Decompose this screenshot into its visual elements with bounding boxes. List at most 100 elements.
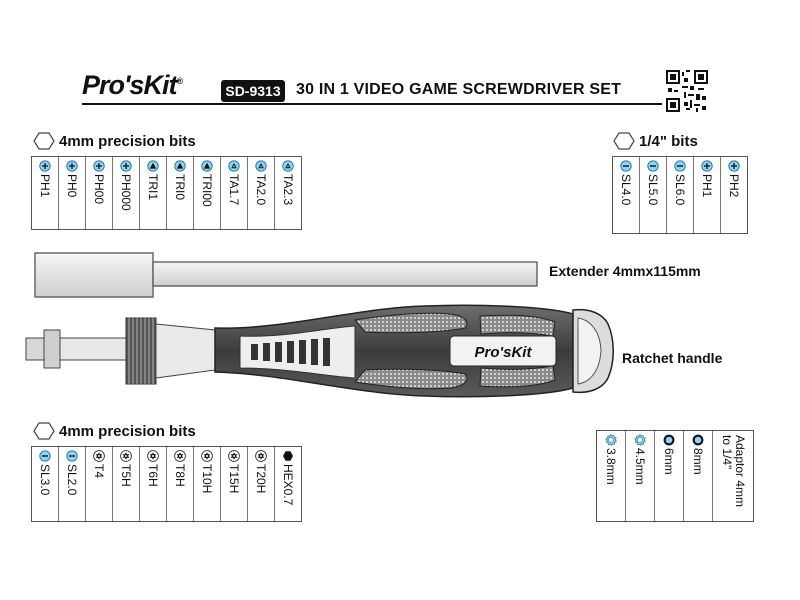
bit-cell: 3.8mm: [597, 431, 625, 521]
bit-label: PH1: [700, 174, 714, 198]
bit-cell: SL5.0: [639, 157, 666, 233]
phillips-icon: [93, 160, 105, 172]
bit-label: SL6.0: [673, 174, 687, 206]
bit-cell: HEX0.7: [274, 447, 301, 521]
torx-icon: [93, 450, 105, 462]
bit-cell: PH1: [32, 157, 58, 229]
bit-label: TRI00: [200, 174, 214, 207]
section-heading-label: 4mm precision bits: [59, 422, 196, 440]
bit-label: PH0: [65, 174, 79, 198]
bit-label: PH2: [727, 174, 741, 198]
bit-label: T15H: [227, 464, 241, 494]
slotted-icon: [647, 160, 659, 172]
bit-cell: SL4.0: [613, 157, 639, 233]
bit-label: T5H: [119, 464, 133, 487]
header-rule: [82, 103, 662, 105]
bit-label: PH000: [119, 174, 133, 211]
bit-label: TRI1: [146, 174, 160, 201]
bit-grid-top-left: PH1 PH0 PH00 PH000 TRI1 TRI0 TRI00 TA1.7 TA2.0 TA…: [31, 156, 302, 230]
tri-angle-icon: [228, 160, 240, 172]
model-badge: SD-9313: [221, 80, 285, 102]
bit-label: TA2.0: [254, 174, 268, 206]
socket-ring-icon: [692, 434, 704, 446]
section-heading-label: 4mm precision bits: [59, 132, 196, 150]
bit-label: 3.8mm: [604, 448, 618, 485]
bit-cell: T5H: [112, 447, 139, 521]
bit-cell: SL3.0: [32, 447, 58, 521]
bit-label: T10H: [200, 464, 214, 494]
tri-wing-icon: [201, 160, 213, 172]
torx-icon: [255, 450, 267, 462]
bit-cell: TRI0: [166, 157, 193, 229]
bit-cell: 8mm: [683, 431, 712, 521]
bit-cell: TA1.7: [220, 157, 247, 229]
slotted-icon: [66, 450, 78, 462]
bit-cell: PH000: [112, 157, 139, 229]
bit-cell: 4.5mm: [625, 431, 654, 521]
bit-cell: Adaptor 4mm to 1/4": [712, 431, 753, 521]
phillips-icon: [120, 160, 132, 172]
phillips-icon: [39, 160, 51, 172]
bit-cell: T10H: [193, 447, 220, 521]
torx-icon: [120, 450, 132, 462]
bit-cell: PH0: [58, 157, 85, 229]
slotted-icon: [674, 160, 686, 172]
bit-label: SL4.0: [619, 174, 633, 206]
bit-label: TA1.7: [227, 174, 241, 206]
bit-cell: T15H: [220, 447, 247, 521]
socket-ring-icon: [663, 434, 675, 446]
bit-grid-bottom-right: 3.8mm 4.5mm 6mm 8mm Adaptor 4mm to 1/4": [596, 430, 754, 522]
bit-cell: PH2: [720, 157, 747, 233]
bit-cell: SL2.0: [58, 447, 85, 521]
tri-angle-icon: [282, 160, 294, 172]
hex-outline-icon: [33, 132, 55, 150]
bit-cell: T4: [85, 447, 112, 521]
bit-label: T20H: [254, 464, 268, 494]
bit-label: PH00: [92, 174, 106, 205]
bit-label: 6mm: [662, 448, 676, 475]
bit-label: TRI0: [173, 174, 187, 201]
bit-label: T8H: [173, 464, 187, 487]
bit-cell: SL6.0: [666, 157, 693, 233]
bit-grid-top-right: SL4.0 SL5.0 SL6.0 PH1 PH2: [612, 156, 748, 234]
tri-angle-icon: [255, 160, 267, 172]
bit-cell: PH1: [693, 157, 720, 233]
bit-grid-bottom-left: SL3.0 SL2.0 T4 T5H T6H T8H T10H T15H T20H HEX0.7: [31, 446, 302, 522]
socket-gear-icon: [634, 434, 646, 446]
bit-label: HEX0.7: [281, 464, 295, 506]
section-heading-label: 1/4" bits: [639, 132, 698, 150]
bit-cell: 6mm: [654, 431, 683, 521]
bit-label: T4: [92, 464, 106, 479]
section-heading-top-left: 4mm precision bits: [33, 132, 196, 150]
ratchet-handle: Pro'sKit: [25, 304, 614, 398]
tri-wing-icon: [147, 160, 159, 172]
bit-label: SL3.0: [38, 464, 52, 496]
qr-code-icon: [666, 70, 708, 112]
bit-cell: T8H: [166, 447, 193, 521]
bit-label: TA2.3: [281, 174, 295, 206]
bit-label: T6H: [146, 464, 160, 487]
bit-cell: TA2.0: [247, 157, 274, 229]
extender-bar: [34, 252, 538, 298]
tri-wing-icon: [174, 160, 186, 172]
brand-logo: Pro'sKit®: [82, 70, 183, 100]
bit-label: SL5.0: [646, 174, 660, 206]
section-heading-bottom-left: 4mm precision bits: [33, 422, 196, 440]
socket-gear-icon: [605, 434, 617, 446]
bit-cell: T20H: [247, 447, 274, 521]
bit-label: 8mm: [691, 448, 705, 475]
bit-cell: TA2.3: [274, 157, 301, 229]
hex-icon: [283, 451, 293, 461]
bit-cell: PH00: [85, 157, 112, 229]
hex-outline-icon: [33, 422, 55, 440]
torx-icon: [201, 450, 213, 462]
handle-label: Ratchet handle: [622, 350, 723, 366]
bit-label: 4.5mm: [633, 448, 647, 485]
bit-cell: TRI00: [193, 157, 220, 229]
bit-label: Adaptor 4mm to 1/4": [720, 435, 747, 508]
page-title: 30 IN 1 VIDEO GAME SCREWDRIVER SET: [296, 81, 622, 98]
hex-outline-icon: [613, 132, 635, 150]
extender-label: Extender 4mmx115mm: [549, 263, 701, 279]
bit-cell: T6H: [139, 447, 166, 521]
bit-label: PH1: [38, 174, 52, 198]
